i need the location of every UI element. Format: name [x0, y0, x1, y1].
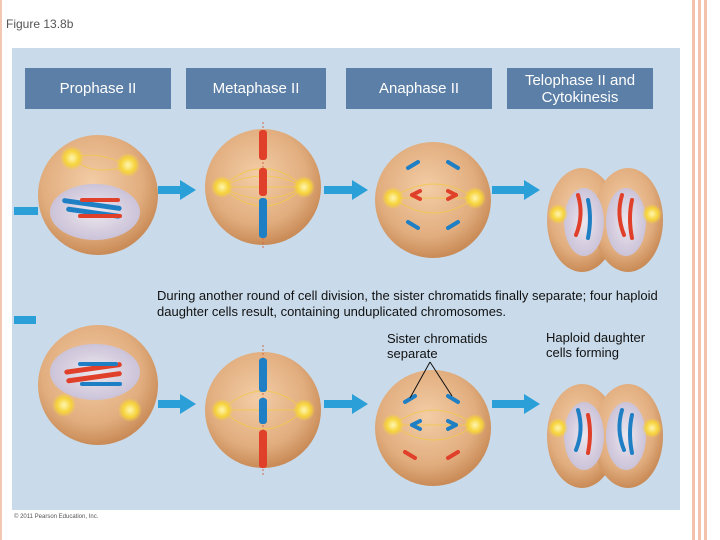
- cell-anaphase-ii-top: [375, 142, 491, 258]
- cell-prophase-ii-top: [38, 135, 158, 255]
- cell-metaphase-ii-bottom: [205, 345, 321, 475]
- cell-metaphase-ii-top: [205, 122, 321, 250]
- callout-sister-chromatids: Sister chromatids separate: [387, 331, 517, 361]
- figure-caption: During another round of cell division, t…: [157, 288, 677, 320]
- arrow-row1-a: [14, 207, 38, 215]
- copyright-notice: © 2011 Pearson Education, Inc.: [14, 514, 98, 520]
- cell-prophase-ii-bottom: [38, 325, 158, 445]
- arrow-row2-a: [14, 316, 36, 324]
- arrow-row1-c: [324, 180, 368, 200]
- arrow-row1-d: [492, 180, 540, 200]
- arrow-row2-b: [158, 394, 196, 414]
- arrow-row1-b: [158, 180, 196, 200]
- cell-telophase-ii-top: [547, 168, 663, 272]
- cell-anaphase-ii-bottom: [375, 370, 491, 486]
- arrow-row2-d: [492, 394, 540, 414]
- arrow-row2-c: [324, 394, 368, 414]
- callout-haploid-daughter-cells: Haploid daughter cells forming: [546, 330, 671, 360]
- cell-telophase-ii-bottom: [547, 384, 663, 488]
